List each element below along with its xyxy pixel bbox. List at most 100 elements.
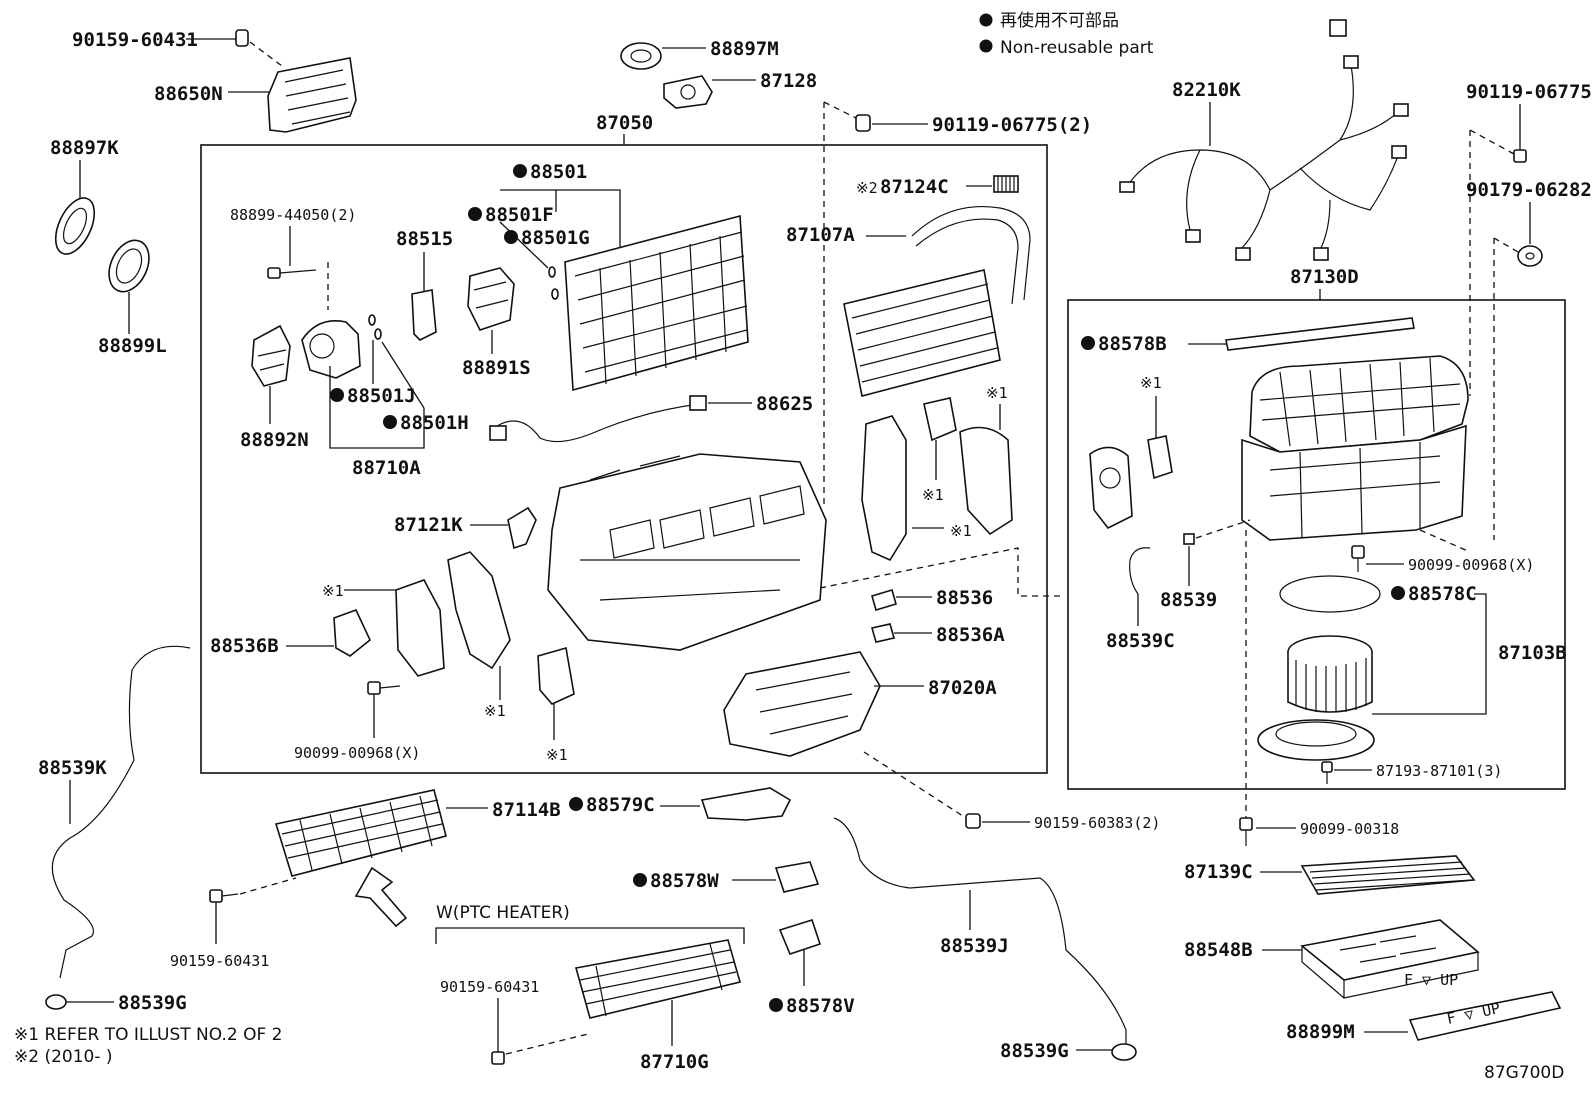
screw-90119-06775-2 [823,101,928,505]
non-reusable-dot-icon [513,164,527,178]
part-88897M [620,42,706,70]
part-87139C-filter [1300,855,1476,895]
label-87193-87101: 87193-87101(3) [1376,762,1502,780]
part-87128 [663,75,756,109]
part-82210K-harness [1119,19,1409,261]
screw-90159-60383 [965,813,1030,829]
part-88536 [870,589,932,643]
footnote-1: ※1 REFER TO ILLUST NO.2 OF 2 [14,1025,282,1045]
part-blower-servos [1089,396,1173,530]
leader-88501 [500,189,621,248]
label-88536B: 88536B [210,635,279,657]
part-87121K [470,506,537,550]
label-90159-60431-low: 90159-60431 [440,978,539,996]
label-87107A: 87107A [786,224,855,246]
label-88579C: 88579C [586,794,655,816]
label-ref1-f: ※1 [546,746,568,764]
label-87050: 87050 [596,112,653,134]
label-87020A: 87020A [928,677,997,699]
label-88539: 88539 [1160,589,1217,611]
ptc-header-label: W(PTC HEATER) [436,903,570,923]
label-82210K: 82210K [1172,79,1241,101]
label-87710G: 87710G [640,1051,709,1073]
non-reusable-dot-icon [1391,586,1405,600]
label-88501: 88501 [530,161,587,183]
label-88899L: 88899L [98,335,167,357]
label-88625: 88625 [756,393,813,415]
label-88548B: 88548B [1184,939,1253,961]
legend-dot-icon [979,39,993,53]
label-88897K: 88897K [50,137,119,159]
label-ref1-c: ※1 [950,522,972,540]
label-88892N: 88892N [240,429,309,451]
part-88578V [778,919,822,986]
label-90099-00318: 90099-00318 [1300,820,1399,838]
non-reusable-dot-icon [468,207,482,221]
legend: 再使用不可部品 Non-reusable part [979,10,1154,58]
screw-90159-60431-mid [209,877,297,944]
label-90099-00968-left: 90099-00968(X) [294,744,420,762]
label-88899-44050: 88899-44050(2) [230,206,356,224]
label-88539G-right: 88539G [1000,1040,1069,1062]
part-88899L-seal [108,239,150,334]
screw-90119-06775 [1469,104,1527,396]
label-88501H: 88501H [400,412,469,434]
screw-90159-60431-top [186,29,283,67]
part-88650N [228,57,357,133]
part-servo-group-left [333,551,575,740]
part-88501-evaporator [564,214,749,392]
legend-dot-icon [979,13,993,27]
label-88501F: 88501F [485,204,554,226]
label-88578W: 88578W [650,870,719,892]
label-88891S: 88891S [462,357,531,379]
arrow-icon [354,866,408,928]
heater-unit-box [200,144,1048,774]
figure-id: 87G700D [1484,1063,1564,1083]
label-88578C: 88578C [1408,583,1477,605]
screw-90099-00318 [1239,817,1296,846]
label-88539K: 88539K [38,757,107,779]
screw-90099-00968-left [367,681,401,738]
part-88539C-drain [1129,547,1151,626]
label-88539J: 88539J [940,935,1009,957]
label-87139C: 87139C [1184,861,1253,883]
label-88501J: 88501J [347,385,416,407]
leader-88710A [329,340,425,449]
non-reusable-dot-icon [633,873,647,887]
label-88536: 88536 [936,587,993,609]
part-88501F-oring [499,221,559,300]
part-87107A-heater-core [843,205,1031,397]
part-88578B-gasket [1225,317,1415,351]
label-87130D: 87130D [1290,266,1359,288]
label-ref1-a: ※1 [986,384,1008,402]
label-88539G-left: 88539G [118,992,187,1014]
label-88897M: 88897M [710,38,779,60]
ptc-header-bracket [435,927,745,944]
label-88501G: 88501G [521,227,590,249]
part-88625-harness [489,395,752,443]
dashed-link-case-blower [819,547,1060,597]
part-88897K-seal [54,160,96,255]
dashed-90159-60383 [863,751,967,819]
non-reusable-dot-icon [330,388,344,402]
part-87020A [723,651,924,757]
part-heater-case [547,453,827,651]
label-87124C-mark: ※2 [856,179,878,197]
label-90159-60431-top: 90159-60431 [72,29,198,51]
label-ref1-b: ※1 [922,486,944,504]
label-87121K: 87121K [394,514,463,536]
legend-jp: 再使用不可部品 [1000,10,1119,31]
label-87128: 87128 [760,70,817,92]
part-88578C-ring [1279,575,1381,613]
part-87710G-ptc-heater [574,939,741,1046]
screw-87193-87101 [1321,761,1372,784]
label-ref1-e: ※1 [484,702,506,720]
label-90099-00968-right: 90099-00968(X) [1408,556,1534,574]
part-88891S [467,267,515,354]
label-87103B: 87103B [1498,642,1567,664]
label-88710A: 88710A [352,457,421,479]
label-88899M: 88899M [1286,1021,1355,1043]
label-90119-06775-2: 90119-06775(2) [932,114,1092,136]
label-ref1-g: ※1 [1140,374,1162,392]
